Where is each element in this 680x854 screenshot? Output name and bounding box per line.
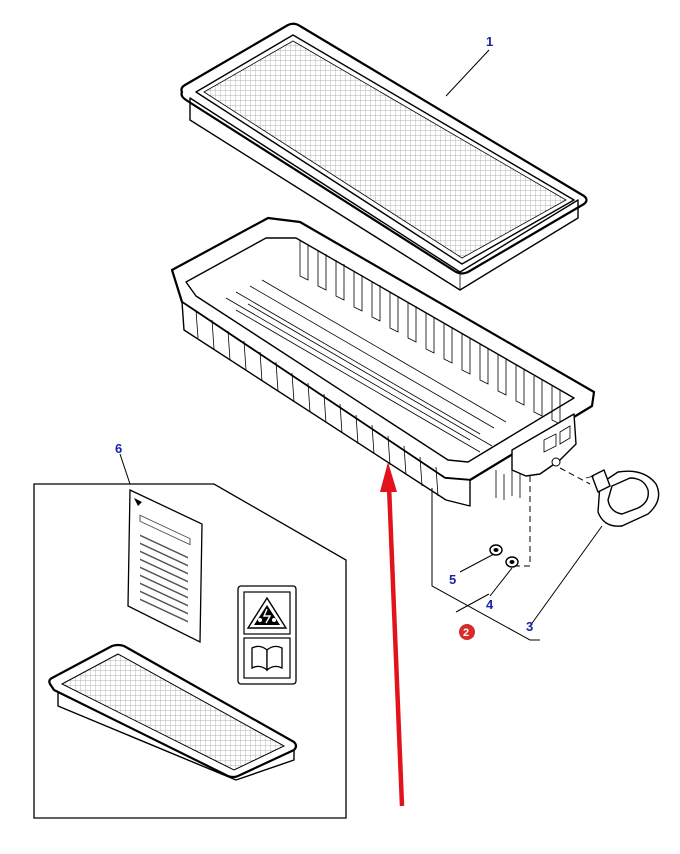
callout-5: 5 xyxy=(449,572,456,587)
kit-box-part-6 xyxy=(33,483,347,819)
assembly-dash-lines xyxy=(516,467,591,567)
replacement-filter-element xyxy=(48,643,298,781)
open-book-icon xyxy=(251,645,283,672)
callout-3: 3 xyxy=(526,619,533,634)
warning-decal xyxy=(237,585,297,685)
knob-handle-part-3 xyxy=(585,469,660,527)
callout-2: 2 xyxy=(463,627,469,639)
filter-element-part-1 xyxy=(180,22,588,291)
instruction-leaflet xyxy=(127,488,203,644)
warning-triangle-icon xyxy=(246,596,288,629)
nut-part-5 xyxy=(489,544,503,556)
washer-part-4 xyxy=(505,556,519,568)
leader-lines xyxy=(119,49,603,641)
filter-housing-tray xyxy=(170,216,596,507)
callout-4: 4 xyxy=(486,597,494,612)
callout-2-red-badge: 2 xyxy=(459,624,475,640)
callout-1: 1 xyxy=(486,34,493,49)
red-indicator-arrow xyxy=(380,462,405,807)
callout-6: 6 xyxy=(115,441,122,456)
